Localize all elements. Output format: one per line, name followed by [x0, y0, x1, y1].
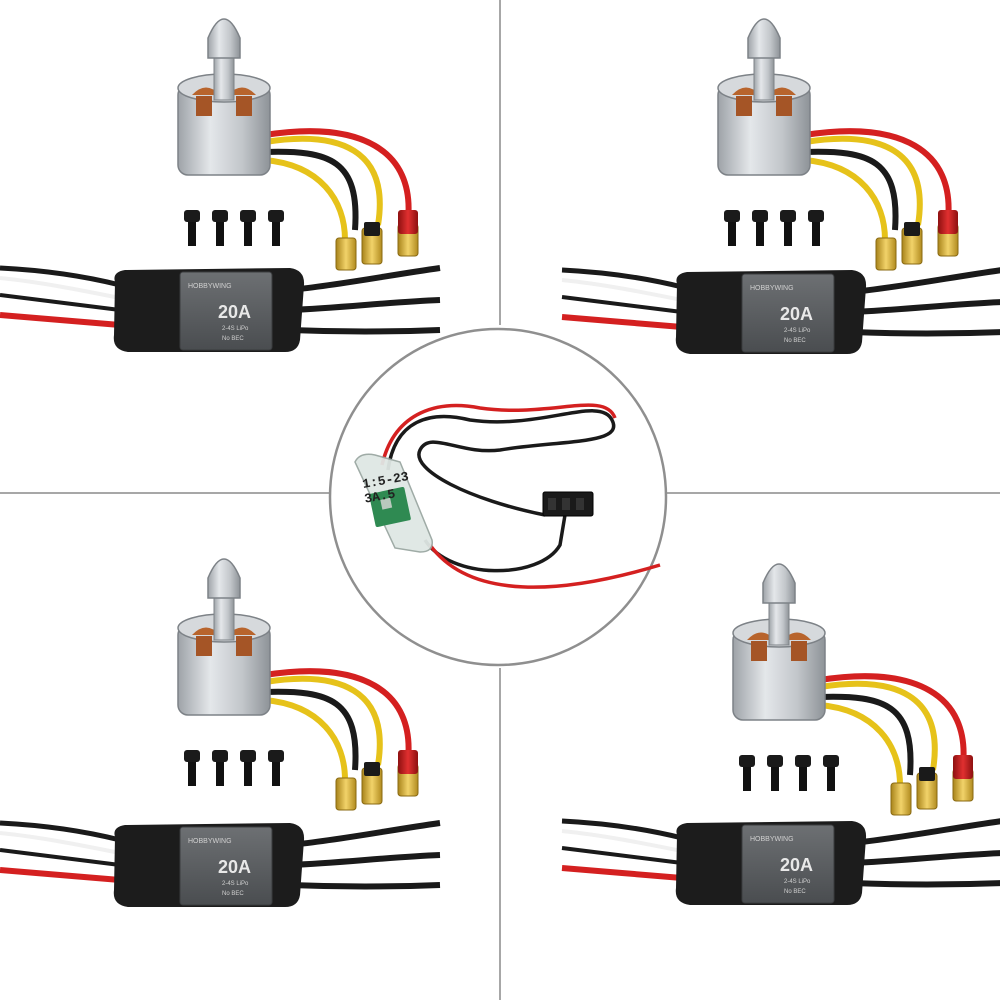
esc-bec-bottom-right: No BEC [784, 889, 806, 895]
esc-brand-top-left: HOBBYWING [188, 283, 232, 290]
esc-brand-bottom-left: HOBBYWING [188, 838, 232, 845]
product-set-top-right: HOBBYWING 20A 2-4S LiPo No BEC [562, 19, 1000, 354]
product-set-bottom-right: HOBBYWING 20A 2-4S LiPo No BEC [562, 564, 1000, 905]
product-set-bottom-left: HOBBYWING 20A 2-4S LiPo No BEC [0, 559, 440, 907]
esc-brand-top-right: HOBBYWING [750, 285, 794, 292]
product-set-top-left: HOBBYWING 20A 2-4S LiPo No BEC [0, 19, 440, 352]
esc-bec-top-right: No BEC [784, 338, 806, 344]
esc-spec-top-left: 2-4S LiPo [222, 326, 249, 332]
esc-rating-bottom-right: 20A [780, 855, 813, 875]
esc-spec-bottom-left: 2-4S LiPo [222, 881, 249, 887]
esc-rating-bottom-left: 20A [218, 857, 251, 877]
esc-spec-top-right: 2-4S LiPo [784, 328, 811, 334]
bec-module-circle: 1:5-23 3A.5 [328, 327, 668, 667]
esc-bec-bottom-left: No BEC [222, 891, 244, 897]
esc-rating-top-right: 20A [780, 304, 813, 324]
bec-label-line2: 3A.5 [363, 486, 397, 506]
esc-rating-top-left: 20A [218, 302, 251, 322]
esc-spec-bottom-right: 2-4S LiPo [784, 879, 811, 885]
esc-bec-top-left: No BEC [222, 336, 244, 342]
esc-brand-bottom-right: HOBBYWING [750, 836, 794, 843]
